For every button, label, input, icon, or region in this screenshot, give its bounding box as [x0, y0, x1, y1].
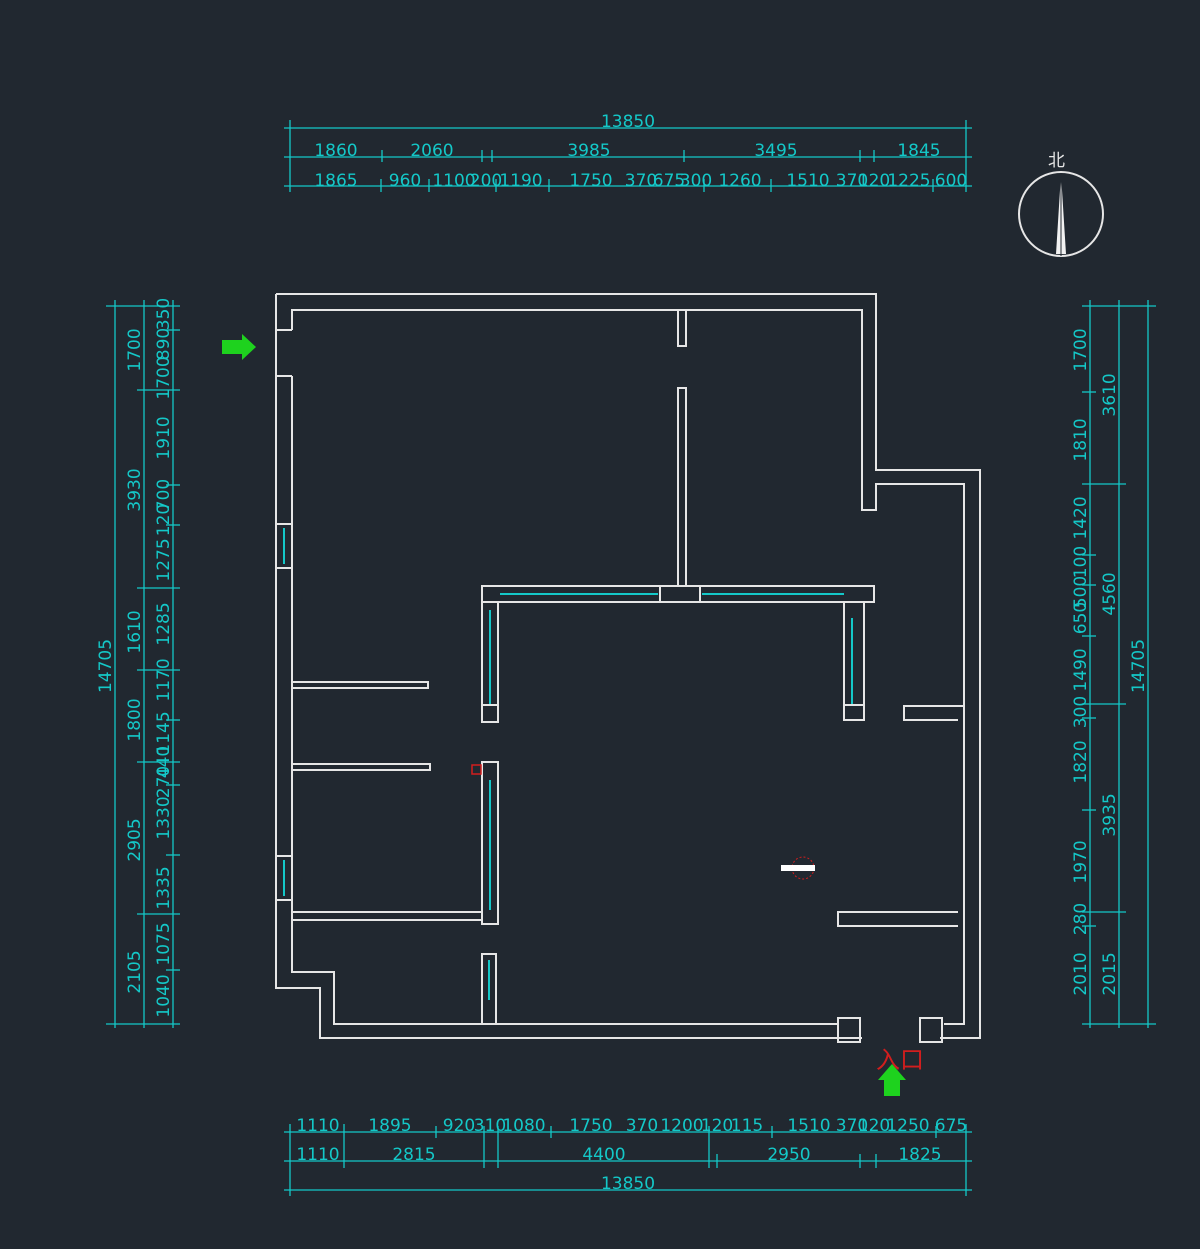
dim-top-r2: 1750 — [569, 171, 612, 191]
dim-left-outer: 2905 — [125, 818, 145, 861]
dim-left-inner: 1170 — [154, 658, 174, 701]
dim-right-inner: 300 — [1071, 696, 1091, 728]
dim-right-middle: 2015 — [1100, 952, 1120, 995]
dimension-lines — [106, 120, 1156, 1196]
dim-top-total: 13850 — [601, 112, 655, 132]
dim-left-inner: 1910 — [154, 416, 174, 459]
dim-right-middle: 3935 — [1100, 793, 1120, 836]
dim-bottom-r2: 2950 — [767, 1145, 810, 1165]
dim-bottom-r1: 370 — [626, 1116, 658, 1136]
dim-top-r2: 1100 — [432, 171, 475, 191]
dim-right-inner: 1490 — [1071, 648, 1091, 691]
dim-left-inner: 1335 — [154, 866, 174, 909]
dim-left-outer: 1800 — [125, 698, 145, 741]
fixture-bar — [781, 865, 815, 871]
dim-bottom-r1: 1510 — [787, 1116, 830, 1136]
dim-right-inner: 1420 — [1071, 496, 1091, 539]
dim-left-outer: 3930 — [125, 468, 145, 511]
north-compass: 北 — [1018, 151, 1104, 257]
dim-right-inner: 650 — [1071, 602, 1091, 634]
dim-bottom-r1: 1250 — [886, 1116, 929, 1136]
dim-top-r2: 675 — [653, 171, 685, 191]
dim-top-r1: 1860 — [314, 141, 357, 161]
dim-top-r2: 1190 — [499, 171, 542, 191]
dim-top-r1: 3985 — [567, 141, 610, 161]
dim-left-inner: 1700 — [154, 356, 174, 399]
dim-bottom-r1: 1750 — [569, 1116, 612, 1136]
dim-left-total: 14705 — [96, 639, 116, 693]
dim-right-inner: 1700 — [1071, 328, 1091, 371]
dim-bottom-r1: 120 — [858, 1116, 890, 1136]
dim-bottom-r2: 1110 — [296, 1145, 339, 1165]
dim-right-middle: 4560 — [1100, 572, 1120, 615]
dim-left-inner: 120 — [154, 504, 174, 536]
dim-left-inner: 1330 — [154, 796, 174, 839]
dim-bottom-r1: 1895 — [368, 1116, 411, 1136]
dim-top-r2: 1225 — [887, 171, 930, 191]
dim-right-inner: 280 — [1071, 903, 1091, 935]
dim-bottom-total: 13850 — [601, 1174, 655, 1194]
dim-top-r2: 1865 — [314, 171, 357, 191]
dim-left-inner: 890 — [154, 328, 174, 360]
dim-top-r1: 3495 — [754, 141, 797, 161]
dim-left-inner: 440 — [154, 746, 174, 778]
dim-bottom-r2: 1825 — [898, 1145, 941, 1165]
dim-top-r2: 120 — [858, 171, 890, 191]
north-label: 北 — [1048, 151, 1065, 171]
dim-top-r2: 370 — [836, 171, 868, 191]
dim-right-inner: 2010 — [1071, 952, 1091, 995]
dim-top-r2: 960 — [389, 171, 421, 191]
entrance-arrow-icon — [878, 1064, 906, 1096]
dim-top-r1: 2060 — [410, 141, 453, 161]
dim-left-outer: 1700 — [125, 328, 145, 371]
dim-bottom-r1: 115 — [731, 1116, 763, 1136]
dim-left-inner: 1040 — [154, 974, 174, 1017]
dim-right-inner: 1970 — [1071, 840, 1091, 883]
dim-left-inner: 1285 — [154, 602, 174, 645]
dim-left-inner: 270 — [154, 766, 174, 798]
dim-bottom-r1: 370 — [836, 1116, 868, 1136]
dim-top-r2: 1510 — [786, 171, 829, 191]
dimension-labels: 13850 1860 2060 3985 3495 1845 1865 960 … — [96, 112, 1149, 1194]
dim-right-inner: 1810 — [1071, 418, 1091, 461]
dim-right-inner: 1820 — [1071, 740, 1091, 783]
dim-top-r2: 200 — [470, 171, 502, 191]
dim-right-middle: 3610 — [1100, 373, 1120, 416]
dim-top-r2: 600 — [935, 171, 967, 191]
dim-left-outer: 1610 — [125, 610, 145, 653]
dim-top-r2: 370 — [625, 171, 657, 191]
dim-bottom-r2: 2815 — [392, 1145, 435, 1165]
dim-left-outer: 2105 — [125, 950, 145, 993]
dim-left-inner: 700 — [154, 479, 174, 511]
dim-left-inner: 1075 — [154, 922, 174, 965]
dim-bottom-r1: 1200 — [660, 1116, 703, 1136]
west-entry-arrow-icon — [222, 334, 256, 360]
dim-top-r2: 1260 — [718, 171, 761, 191]
dim-top-r1: 1845 — [897, 141, 940, 161]
dim-left-inner: 1275 — [154, 538, 174, 581]
dim-bottom-r1: 675 — [935, 1116, 967, 1136]
dim-left-inner: 1145 — [154, 711, 174, 754]
dim-right-inner: 500 — [1071, 576, 1091, 608]
dim-bottom-r1: 310 — [474, 1116, 506, 1136]
dim-left-inner: 350 — [154, 298, 174, 330]
entrance-label: 入口 — [876, 1046, 924, 1074]
column-marker-icon — [471, 764, 482, 775]
dim-bottom-r2: 4400 — [582, 1145, 625, 1165]
walls — [275, 293, 981, 1043]
dim-bottom-r1: 1110 — [296, 1116, 339, 1136]
dim-bottom-r1: 920 — [443, 1116, 475, 1136]
dim-right-total: 14705 — [1129, 639, 1149, 693]
dim-top-r2: 300 — [680, 171, 712, 191]
dim-bottom-r1: 120 — [701, 1116, 733, 1136]
dim-right-inner: 100 — [1071, 546, 1091, 578]
dim-bottom-r1: 1080 — [502, 1116, 545, 1136]
